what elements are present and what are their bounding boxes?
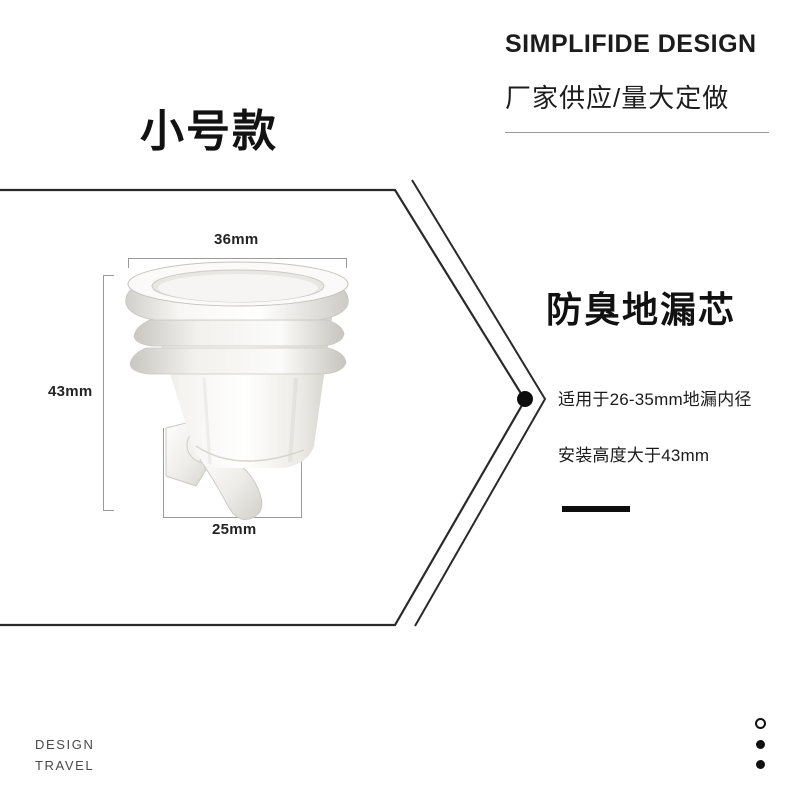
dim-top-line (128, 258, 347, 259)
dim-left-tick-top (103, 275, 114, 276)
accent-bar (562, 506, 630, 512)
decor-dot-outline-icon (755, 718, 766, 729)
footer-line-1: DESIGN (35, 737, 95, 752)
dim-left-tick-bottom (103, 510, 114, 511)
dim-bottom-line (163, 517, 302, 518)
product-spec-1: 适用于26-35mm地漏内径 (558, 390, 752, 409)
header-divider (505, 132, 769, 133)
footer-brand: DESIGN TRAVEL (35, 734, 94, 776)
dim-bottom-tick-right (301, 428, 302, 518)
dimension-width-label: 36mm (214, 231, 259, 248)
product-image (100, 250, 380, 540)
dim-top-tick-left (128, 258, 129, 268)
dim-left-line (103, 275, 104, 511)
decorative-dots (755, 718, 766, 769)
model-title: 小号款 (140, 107, 278, 156)
dimension-height-label: 43mm (48, 383, 93, 400)
brand-subtitle: 厂家供应/量大定做 (505, 83, 730, 113)
decor-dot-filled-icon-2 (756, 760, 765, 769)
dimension-bottom-width-label: 25mm (212, 521, 257, 538)
product-spec-2: 安装高度大于43mm (558, 446, 710, 465)
pointer-dot (517, 391, 533, 407)
product-title: 防臭地漏芯 (546, 289, 737, 330)
footer-line-2: TRAVEL (35, 758, 95, 773)
brand-title: SIMPLIFIDE DESIGN (505, 30, 757, 58)
dim-bottom-tick-left (163, 428, 164, 518)
decor-dot-filled-icon-1 (756, 740, 765, 749)
dim-top-tick-right (346, 258, 347, 268)
